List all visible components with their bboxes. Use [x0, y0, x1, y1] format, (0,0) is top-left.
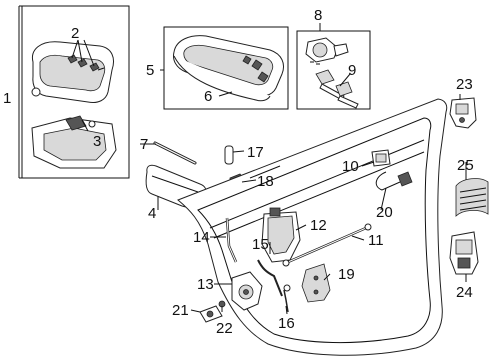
callout-9: 9	[348, 62, 356, 79]
callout-16: 16	[278, 315, 295, 332]
hinge-part-23	[449, 97, 477, 129]
callout-1: 1	[3, 90, 11, 107]
callout-7: 7	[140, 136, 148, 153]
seal-part-25	[455, 178, 489, 217]
callout-12: 12	[310, 217, 327, 234]
hinge-part-24	[449, 231, 479, 275]
callout-3: 3	[93, 133, 101, 150]
callout-23: 23	[456, 76, 473, 93]
group-box-weatherstrip	[163, 26, 289, 110]
callout-21: 21	[172, 302, 189, 319]
callout-22: 22	[216, 320, 233, 337]
callout-18: 18	[257, 173, 274, 190]
rod-part-16	[283, 284, 291, 313]
group-box-outside-handle	[18, 5, 130, 179]
harness-part-20	[375, 171, 413, 191]
weatherstrip-part	[173, 35, 284, 102]
callout-8: 8	[314, 7, 322, 24]
outside-handle-part	[31, 41, 117, 169]
rod-part-14	[225, 217, 238, 263]
callout-10: 10	[342, 158, 359, 175]
leader-lines	[71, 23, 467, 315]
fastener-part-21	[199, 305, 223, 323]
lock-cylinder-part	[305, 37, 349, 65]
callout-14: 14	[193, 229, 210, 246]
clip-part-17	[224, 145, 234, 165]
switch-part-10	[371, 149, 391, 167]
callout-6: 6	[204, 88, 212, 105]
callout-5: 5	[146, 62, 154, 79]
cable-part-11	[282, 223, 372, 267]
callout-4: 4	[148, 205, 156, 222]
callout-20: 20	[376, 204, 393, 221]
keys-part	[315, 69, 359, 109]
callout-25: 25	[457, 157, 474, 174]
rod-part-7	[153, 141, 197, 165]
group-box-lock-cylinder	[296, 30, 371, 110]
callout-labels: 1 2 3 4 5 6 7 8 9 10 11 12 13 14 15 16 1…	[3, 7, 474, 337]
screws-2	[67, 54, 105, 72]
callout-19: 19	[338, 266, 355, 283]
callout-2: 2	[71, 25, 79, 42]
callout-24: 24	[456, 284, 473, 301]
guard-part-19	[301, 263, 331, 303]
callout-13: 13	[197, 276, 214, 293]
callout-17: 17	[247, 144, 264, 161]
latch-part-13	[231, 271, 263, 311]
rod-part-15	[257, 259, 283, 297]
callout-15: 15	[252, 236, 269, 253]
callout-11: 11	[368, 232, 384, 249]
